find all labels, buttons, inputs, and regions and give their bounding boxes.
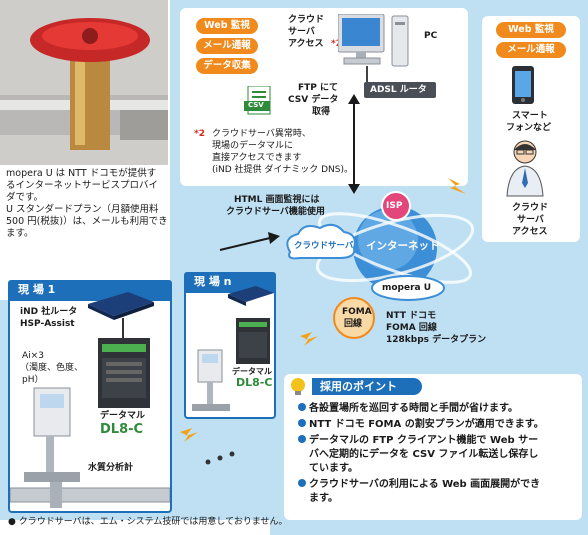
note-mark: *2 xyxy=(331,39,342,49)
html-monitor-line2: クラウドサーバ機能使用 xyxy=(226,207,325,217)
site1-logger-model: DL8-C xyxy=(100,422,144,437)
bullet-icon xyxy=(298,419,306,427)
csv-file-icon xyxy=(244,86,271,115)
site1-router-2: HSP-Assist xyxy=(20,319,75,329)
foma-label-1: FOMA xyxy=(342,307,372,317)
router-device-icon xyxy=(88,292,154,320)
pc-icon xyxy=(338,14,409,67)
bullet-icon xyxy=(298,435,306,443)
point-text: 各設置場所を巡回する時間と手間が省けます。 xyxy=(309,403,518,414)
router-logger-cable xyxy=(122,318,124,338)
site1-analyzer: 水質分析計 xyxy=(88,463,134,473)
provider-line1: mopera U は NTT ドコモが提供す xyxy=(6,168,157,179)
smartphone-label-1: スマート xyxy=(512,111,548,121)
points-panel xyxy=(284,374,582,520)
point-text: ています。 xyxy=(309,463,358,474)
point-item-continued: ています。 xyxy=(309,462,358,475)
cloud-access-line1: クラウド xyxy=(288,15,325,25)
csv-icon-label: CSV xyxy=(248,101,264,109)
point-item-continued: ます。 xyxy=(309,492,338,505)
cloud-server-label: クラウドサーバ xyxy=(294,241,354,251)
points-title: 採用のポイント xyxy=(312,378,422,395)
foma-desc-3: 128kbps データプラン xyxy=(386,335,487,345)
siten-logger-prefix: データマル xyxy=(232,367,272,376)
site1-sensor-1: Ai×3 xyxy=(22,351,44,361)
point-item: データマルの FTP クライアント機能で Web サー xyxy=(298,434,538,447)
provider-line6: ます。 xyxy=(6,228,34,239)
footnote-line3: 直接アクセスできます xyxy=(212,153,302,163)
lightbulb-icon xyxy=(291,378,305,395)
html-monitor-line1: HTML 画面監視には xyxy=(234,195,320,205)
point-text: NTT ドコモ FOMA の割安プランが適用できます。 xyxy=(309,419,544,430)
smartphone-icon xyxy=(512,66,534,104)
point-text: ます。 xyxy=(309,493,338,504)
badge-web-monitor: Web 監視 xyxy=(196,18,258,34)
provider-line5: 500 円(税抜)）は、メールも利用でき xyxy=(6,216,168,227)
foma-desc-2: FOMA 回線 xyxy=(386,323,437,333)
foma-desc-1: NTT ドコモ xyxy=(386,311,437,321)
siten-analyzer-icon xyxy=(192,349,230,411)
ftp-line3: 取得 xyxy=(312,107,331,117)
point-item: クラウドサーバの利用による Web 画面展開ができ xyxy=(298,478,540,491)
provider-line3: ダです。 xyxy=(6,192,44,203)
point-text: バへ定期的にデータを CSV ファイル転送し保存し xyxy=(309,449,539,460)
provider-line4: U スタンダードプラン（月額使用料 xyxy=(6,204,159,215)
cloud-access-line3: アクセス xyxy=(288,39,324,49)
smartphone-label-2: フォンなど xyxy=(506,123,552,133)
internet-label: インターネット xyxy=(366,240,440,252)
bullet-icon xyxy=(298,479,306,487)
isp-label: ISP xyxy=(386,201,403,211)
siten-logger-icon xyxy=(236,318,270,364)
site1-pipes xyxy=(10,482,170,508)
point-item: NTT ドコモ FOMA の割安プランが適用できます。 xyxy=(298,418,544,431)
foma-label-2: 回線 xyxy=(344,319,363,329)
point-text: クラウドサーバの利用による Web 画面展開ができ xyxy=(309,479,541,490)
badge-data-collect: データ収集 xyxy=(196,58,258,74)
ftp-line1: FTP にて xyxy=(298,83,339,93)
footnote-line4: (iND 社提供 ダイナミック DNS)。 xyxy=(212,165,353,175)
footnote-mark: *2 xyxy=(194,129,205,139)
person-icon xyxy=(506,140,544,197)
water-analyzer-icon xyxy=(24,387,80,482)
site1-sensor-2: （濁度、色度、 xyxy=(20,363,84,373)
footnote-line2: 現場のデータマルに xyxy=(212,141,294,151)
siten-label: 現 場 n xyxy=(184,272,276,291)
pc-router-cable xyxy=(366,66,368,82)
adsl-router xyxy=(364,82,436,98)
access-label-3: アクセス xyxy=(512,227,548,237)
point-item: 各設置場所を巡回する時間と手間が省けます。 xyxy=(298,402,518,415)
footnote-line1: クラウドサーバ異常時、 xyxy=(212,129,311,139)
cloud-access-line2: サーバ xyxy=(288,27,315,37)
site1-router-1: iND 社ルータ xyxy=(20,307,78,317)
badge-mail: メール通報 xyxy=(196,38,258,54)
logger-device-icon xyxy=(98,338,150,408)
adsl-router-label: ADSL ルータ xyxy=(370,85,427,95)
valve-photo xyxy=(0,0,168,165)
siten-logger-model: DL8-C xyxy=(236,376,273,389)
point-text: データマルの FTP クライアント機能で Web サー xyxy=(309,435,539,446)
access-label-2: サーバ xyxy=(517,215,544,225)
access-label-1: クラウド xyxy=(512,203,549,213)
right-badge-mail: メール通報 xyxy=(496,42,566,58)
ftp-line2: CSV データ xyxy=(288,95,339,105)
siten-router-icon xyxy=(228,286,274,306)
site1-sensor-3: pH） xyxy=(22,375,44,385)
site1-logger-prefix: データマル xyxy=(100,411,146,421)
footer-note: ● クラウドサーバは、エム・システム技研では用意しておりません。 xyxy=(8,517,288,527)
right-badge-web-monitor: Web 監視 xyxy=(496,22,566,38)
pc-label: PC xyxy=(424,31,438,41)
mopera-label: mopera U xyxy=(382,283,432,293)
point-item-continued: バへ定期的にデータを CSV ファイル転送し保存し xyxy=(309,448,538,461)
provider-line2: るインターネットサービスプロバイ xyxy=(6,180,159,191)
bullet-icon xyxy=(298,403,306,411)
